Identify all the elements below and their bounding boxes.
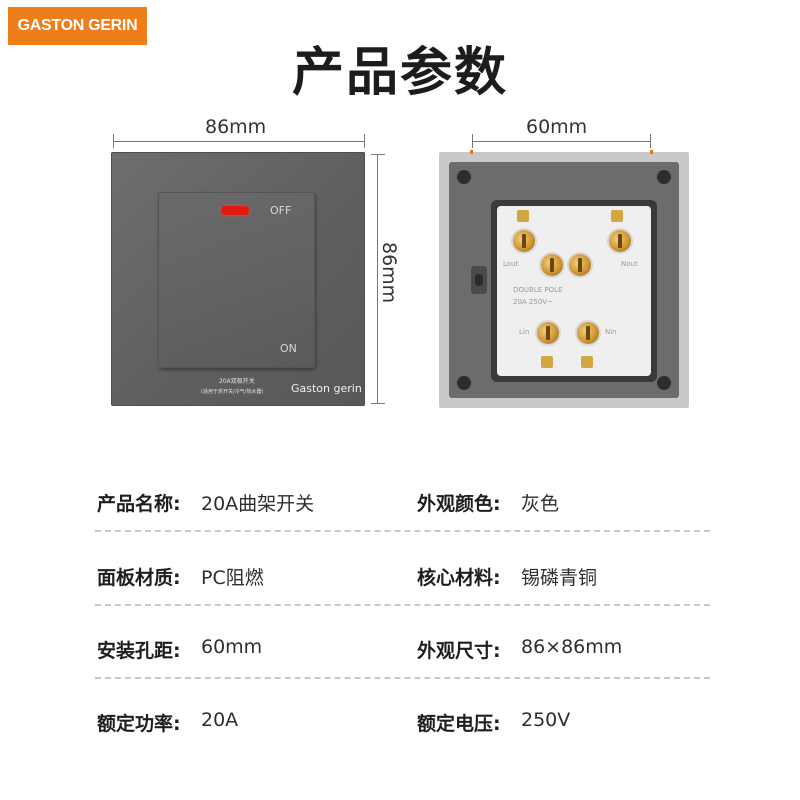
terminal-module-body: Lout Nout DOUBLE POLE 20A 250V~ Lin Nin [497, 206, 651, 376]
orange-tab-right [650, 150, 653, 154]
width-dimension-line [113, 141, 365, 142]
brand-logo: GASTON GERIN [8, 7, 147, 45]
spec-value: 86×86mm [521, 636, 623, 658]
front-height-label: 86mm [378, 242, 400, 304]
height-dimension-tick-bottom [371, 403, 385, 404]
n-in-label: Nin [605, 328, 617, 336]
page-title: 产品参数 [291, 43, 508, 103]
terminal-screw-icon [569, 254, 591, 276]
orange-tab-left [470, 150, 473, 154]
spec-row: 额定功率: 20A 额定电压: 250V [97, 709, 717, 749]
spec-key: 额定电压: [417, 713, 501, 735]
spec-row: 面板材质: PC阻燃 核心材料: 锡磷青铜 [97, 563, 717, 603]
terminal-screw-icon [513, 230, 535, 252]
brass-pin-icon [517, 210, 529, 222]
terminal-screw-icon [577, 322, 599, 344]
rocker-switch[interactable]: OFF ON [158, 192, 315, 368]
spec-key: 核心材料: [417, 567, 501, 589]
hole-spacing-tick-right [650, 134, 651, 148]
screw-hole-icon [457, 170, 471, 184]
panel-rating-text: 20A双极开关 [219, 378, 255, 385]
switch-front-panel: OFF ON 20A双极开关 (适用于烘开关/冷气/热水器) Gaston ge… [111, 152, 365, 406]
spec-value: 20A [201, 709, 239, 731]
mounting-slot-left [471, 266, 487, 294]
spec-value: 灰色 [521, 493, 560, 515]
pole-label: DOUBLE POLE [513, 286, 563, 294]
l-in-label: Lin [519, 328, 530, 336]
spec-value: 250V [521, 709, 571, 731]
switch-back-panel: Lout Nout DOUBLE POLE 20A 250V~ Lin Nin [439, 150, 689, 408]
height-dimension-line [377, 154, 378, 404]
spec-key: 额定功率: [97, 713, 181, 735]
spec-key: 外观颜色: [417, 493, 501, 515]
screw-hole-icon [457, 376, 471, 390]
row-divider [95, 530, 710, 532]
terminal-screw-icon [537, 322, 559, 344]
spec-row: 安装孔距: 60mm 外观尺寸: 86×86mm [97, 636, 717, 676]
spec-key: 安装孔距: [97, 640, 181, 662]
spec-key: 产品名称: [97, 493, 181, 515]
spec-value: PC阻燃 [201, 567, 264, 589]
front-width-label: 86mm [205, 116, 267, 138]
brass-pin-icon [541, 356, 553, 368]
width-dimension-tick-right [364, 134, 365, 148]
terminal-screw-icon [609, 230, 631, 252]
terminal-module: Lout Nout DOUBLE POLE 20A 250V~ Lin Nin [491, 200, 657, 382]
hole-spacing-line [472, 141, 650, 142]
spec-key: 外观尺寸: [417, 640, 501, 662]
row-divider [95, 604, 710, 606]
panel-brand-text: Gaston gerin [291, 382, 362, 395]
panel-usage-text: (适用于烘开关/冷气/热水器) [201, 389, 264, 395]
screw-hole-icon [657, 376, 671, 390]
spec-value: 锡磷青铜 [521, 567, 598, 589]
terminal-screw-icon [541, 254, 563, 276]
n-out-label: Nout [621, 260, 638, 268]
spec-key: 面板材质: [97, 567, 181, 589]
hole-spacing-tick-left [472, 134, 473, 148]
height-dimension-tick-top [371, 154, 385, 155]
brass-pin-icon [581, 356, 593, 368]
width-dimension-tick-left [113, 134, 114, 148]
spec-value: 20A曲架开关 [201, 493, 315, 515]
spec-value: 60mm [201, 636, 263, 658]
indicator-light [221, 206, 249, 215]
row-divider [95, 677, 710, 679]
rating-label: 20A 250V~ [513, 298, 553, 306]
on-label: ON [280, 342, 297, 355]
off-label: OFF [270, 204, 292, 217]
hole-spacing-label: 60mm [526, 116, 588, 138]
brass-pin-icon [611, 210, 623, 222]
l-out-label: Lout [503, 260, 519, 268]
spec-row: 产品名称: 20A曲架开关 外观颜色: 灰色 [97, 489, 717, 529]
back-frame: Lout Nout DOUBLE POLE 20A 250V~ Lin Nin [449, 162, 679, 398]
screw-hole-icon [657, 170, 671, 184]
